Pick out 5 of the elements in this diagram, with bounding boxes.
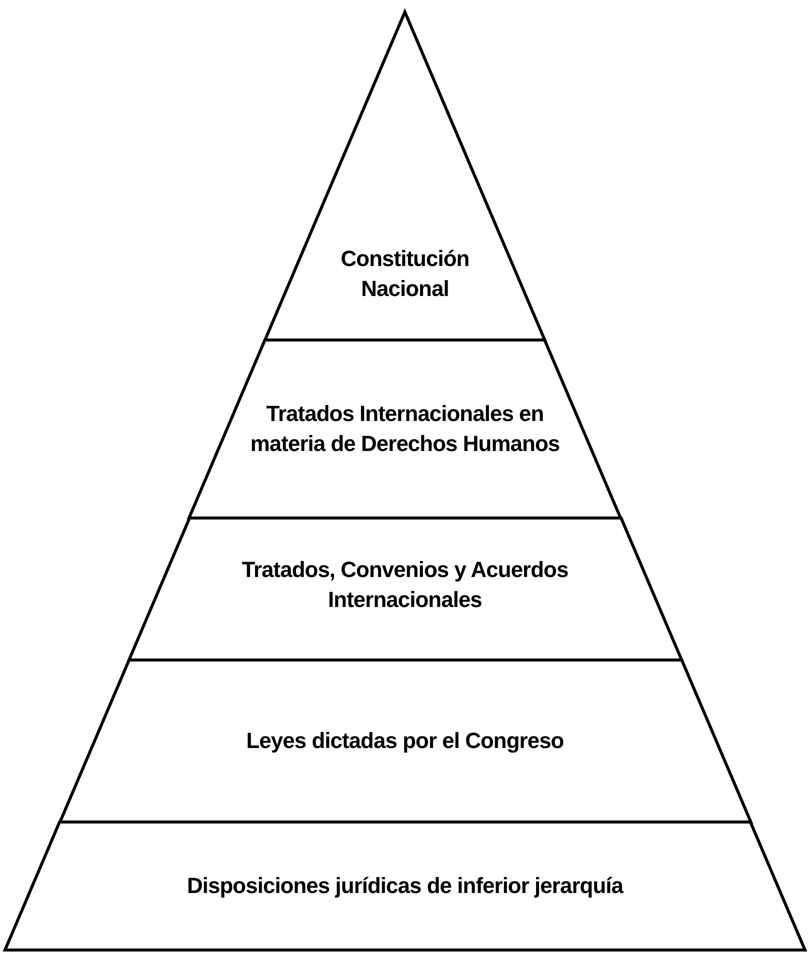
tier-label: Disposiciones jurídicas de inferior jerarquía xyxy=(186,872,625,900)
tier-label: Constitución Nacional xyxy=(340,245,470,304)
tier-label: Leyes dictadas por el Congreso xyxy=(245,727,565,755)
tier-label: Tratados Internacionales en materia de Derechos Humanos xyxy=(249,400,561,458)
tier-label: Tratados, Convenios y Acuerdos Internacionales xyxy=(240,556,570,614)
